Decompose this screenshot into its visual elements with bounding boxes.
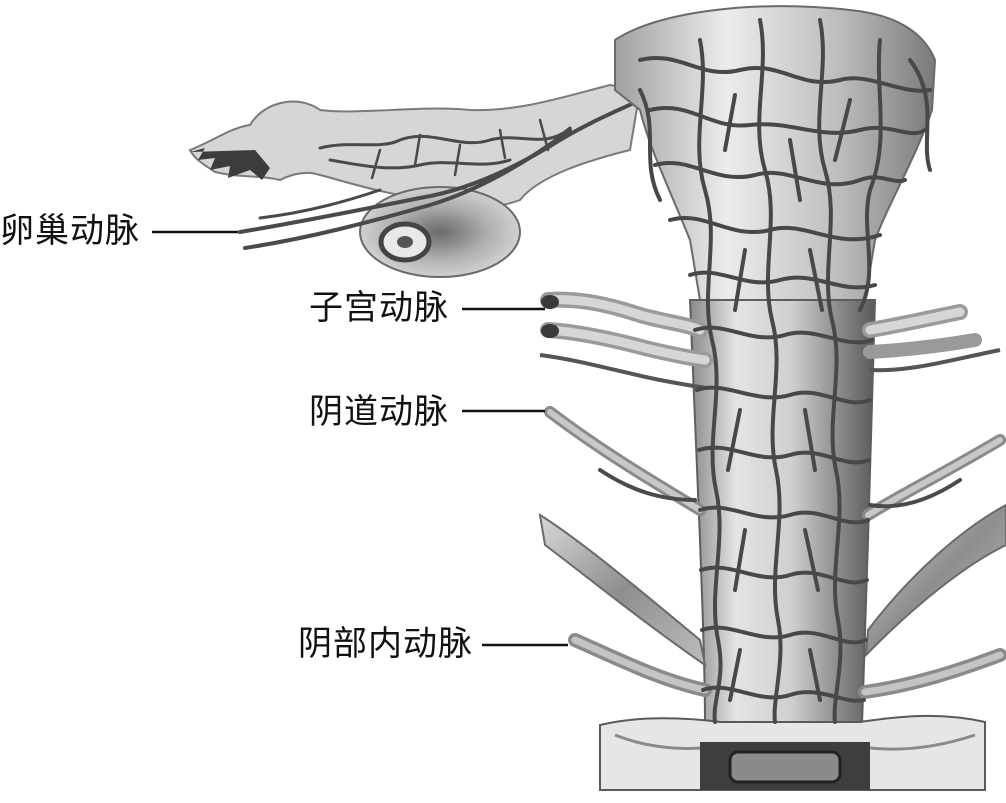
uterine-artery-vessels <box>539 291 1001 390</box>
label-uterine-artery: 子宫动脉 <box>309 288 449 328</box>
label-ovarian-artery: 卵巢动脉 <box>0 211 140 251</box>
label-vaginal-artery: 阴道动脉 <box>309 392 449 432</box>
fallopian-tube <box>188 83 642 209</box>
vaginal-artery-vessels <box>544 406 1006 521</box>
uterus <box>614 5 937 301</box>
leader-lines <box>152 230 568 647</box>
label-internal-pudendal-artery: 阴部内动脉 <box>298 624 473 664</box>
perineum-base <box>599 714 986 791</box>
pelvic-muscles <box>538 503 1006 699</box>
ovary <box>359 186 521 278</box>
fimbriae <box>190 148 270 180</box>
vascular-network <box>638 18 932 724</box>
ovarian-artery-vessels <box>238 98 642 250</box>
